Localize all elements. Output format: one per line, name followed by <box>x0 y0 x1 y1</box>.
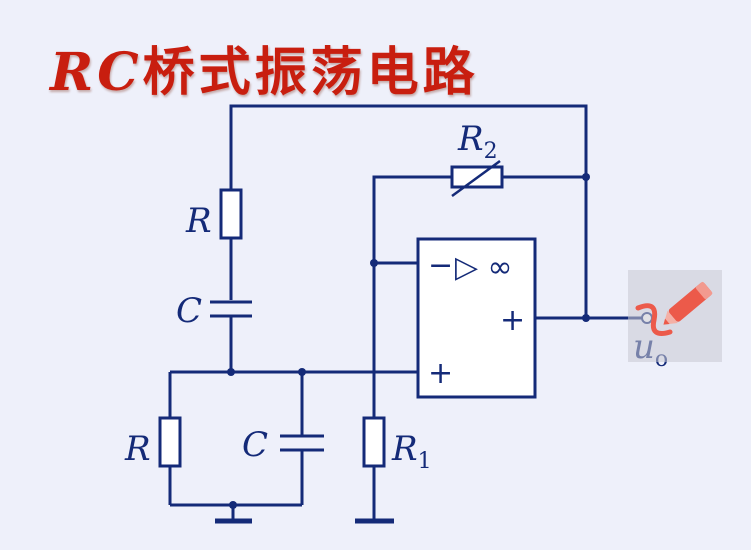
label-r-parallel: R <box>124 429 151 469</box>
title-italic-part: RC <box>50 42 143 103</box>
page-title: RC桥式振荡电路 <box>50 30 479 105</box>
variable-arrow <box>451 159 501 198</box>
label-r1-main: R <box>391 429 418 469</box>
pen-tool-button[interactable] <box>628 270 722 362</box>
opamp-gain-symbol: ▷ ∞ <box>455 250 513 285</box>
opamp-noninverting-sign: + <box>428 356 453 391</box>
label-c-parallel: C <box>242 425 268 465</box>
label-c-series: C <box>176 291 202 331</box>
opamp-box <box>416 237 537 399</box>
label-r2-sub: 2 <box>484 139 498 164</box>
wire-top-feedback <box>229 104 588 318</box>
label-r1: R1 <box>391 429 432 474</box>
junction-dot <box>582 314 590 322</box>
pen-icon <box>635 281 713 336</box>
opamp-inverting-sign: − <box>428 248 453 283</box>
label-r-series: R <box>185 201 212 241</box>
junction-dot <box>582 173 590 181</box>
label-r2: R2 <box>457 119 498 164</box>
resistor-r1 <box>362 416 386 468</box>
label-r1-sub: 1 <box>418 449 432 474</box>
resistor-r-series <box>219 188 243 240</box>
title-text-part: 桥式振荡电路 <box>142 42 479 103</box>
opamp-output-sign: + <box>500 303 525 338</box>
wire-inverting-feedback <box>372 175 452 418</box>
label-r2-main: R <box>457 119 484 159</box>
resistor-r-parallel <box>158 416 182 468</box>
junction-dot <box>227 368 235 376</box>
